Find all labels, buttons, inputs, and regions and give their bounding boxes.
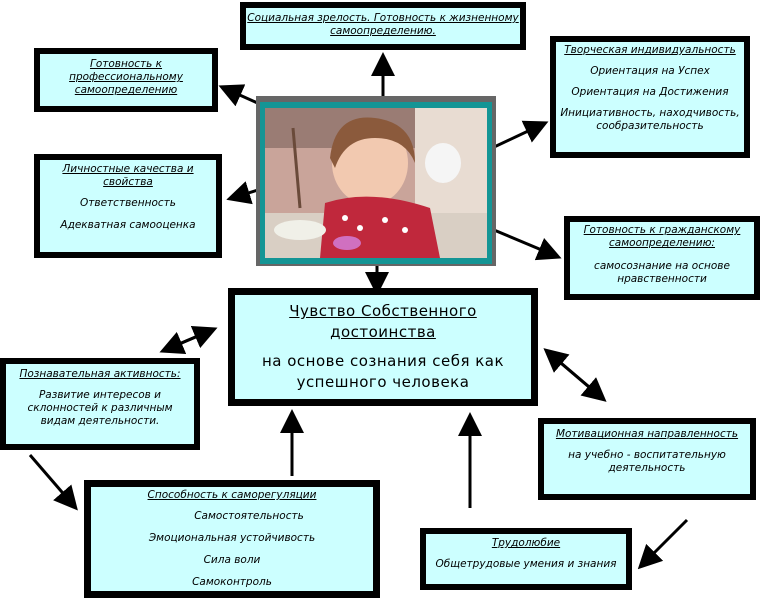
- self-esteem-subtitle: на основе сознания себя как успешного че…: [261, 352, 505, 391]
- arrow-to-cognitive-back: [164, 326, 218, 352]
- arrow-motivation-to-diligence: [637, 518, 689, 570]
- civic-readiness-box: Готовность к гражданскому самоопределени…: [564, 216, 760, 300]
- cognitive-activity-title: Познавательная активность:: [19, 368, 181, 380]
- self-esteem-title: Чувство Собственного достоинства: [289, 302, 477, 341]
- personal-item: Ответственность: [80, 197, 176, 209]
- self-regulation-box: Способность к саморегуляции Самостоятель…: [84, 480, 380, 598]
- self-regulation-title: Способность к саморегуляции: [147, 489, 317, 501]
- diligence-box: Трудолюбие Общетрудовые умения и знания: [420, 528, 632, 590]
- self-regulation-item: Самоконтроль: [192, 576, 272, 588]
- cognitive-activity-box: Познавательная активность: Развитие инте…: [0, 358, 200, 450]
- arrow-to-creative: [491, 120, 549, 150]
- creative-individuality-box: Творческая индивидуальность Ориентация н…: [550, 36, 750, 158]
- creative-item: Ориентация на Успех: [590, 65, 710, 77]
- self-regulation-item: Сила воли: [203, 554, 261, 566]
- motivation-title: Мотивационная направленность: [555, 428, 739, 440]
- diligence-item: Общетрудовые умения и знания: [435, 558, 617, 570]
- motivation-box: Мотивационная направленность на учебно -…: [538, 418, 756, 500]
- arrow-to-civic: [493, 228, 562, 261]
- arrow-cognitive-to-selfreg: [28, 454, 78, 511]
- arrow-to-motivation-back: [543, 348, 603, 400]
- professional-readiness-title: Готовность к профессиональному самоопред…: [69, 58, 183, 96]
- diligence-title: Трудолюбие: [491, 537, 561, 549]
- personal-qualities-title: Личностные качества и свойства: [62, 163, 194, 188]
- civic-item: самосознание на основе нравственности: [594, 260, 730, 285]
- civic-readiness-title: Готовность к гражданскому самоопределени…: [583, 224, 741, 249]
- arrow-to-professional: [218, 84, 263, 107]
- self-regulation-item: Эмоциональная устойчивость: [148, 532, 316, 544]
- social-maturity-box: Социальная зрелость. Готовность к жизнен…: [240, 2, 526, 50]
- child-painting-photo: [265, 108, 487, 258]
- personal-item: Адекватная самооценка: [60, 219, 196, 231]
- personal-qualities-box: Личностные качества и свойства Ответстве…: [34, 154, 222, 258]
- creative-item: Ориентация на Достижения: [571, 86, 729, 98]
- self-regulation-item: Самостоятельность: [194, 510, 304, 522]
- professional-readiness-box: Готовность к профессиональному самоопред…: [34, 48, 218, 112]
- motivation-item: на учебно - воспитательную деятельность: [568, 449, 726, 474]
- social-maturity-title: Социальная зрелость. Готовность к жизнен…: [247, 12, 519, 37]
- cognitive-item: Развитие интересов и склонностей к разли…: [27, 389, 173, 427]
- creative-individuality-title: Творческая индивидуальность: [564, 44, 736, 56]
- arrow-to-personal: [226, 181, 259, 205]
- self-esteem-central-box: Чувство Собственного достоинства на осно…: [228, 288, 538, 406]
- creative-item: Инициативность, находчивость, сообразите…: [560, 107, 740, 132]
